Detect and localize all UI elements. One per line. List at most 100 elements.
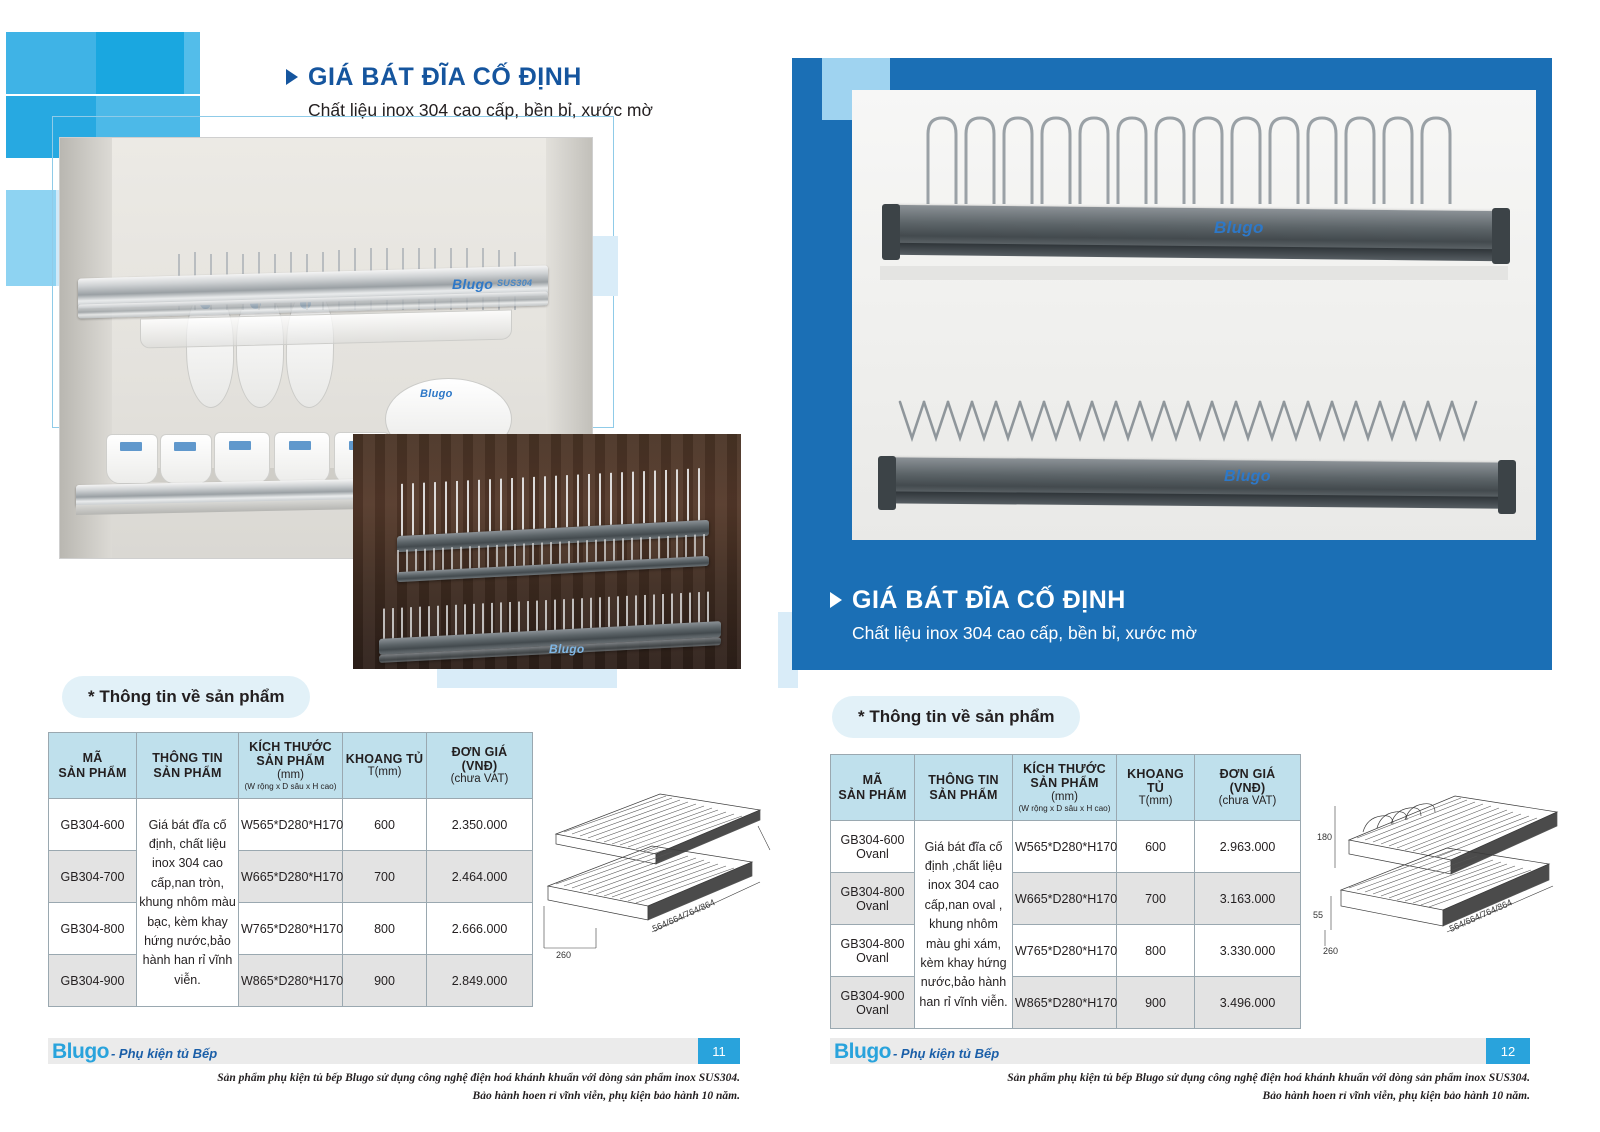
right-heading-title: GIÁ BÁT ĐĨA CỐ ĐỊNH xyxy=(852,586,1126,614)
right-th-cabinet: KHOANG TỦ T(mm) xyxy=(1116,753,1195,822)
left-cell-price-2: 2.666.000 xyxy=(426,902,533,956)
left-th-price: ĐƠN GIÁ (VNĐ) (chưa VAT) xyxy=(426,731,533,800)
table-row: GB304-800 W765*D280*H170 800 2.666.000 xyxy=(48,902,533,956)
right-th-code: MÃ SẢN PHẨM xyxy=(830,753,915,822)
catalog-page-right: Blugo xyxy=(792,0,1600,1132)
right-info-pill: * Thông tin về sản phẩm xyxy=(832,696,1081,738)
left-cell-cabinet-1: 700 xyxy=(342,850,427,904)
triangle-bullet-icon xyxy=(830,592,842,608)
left-cell-price-1: 2.464.000 xyxy=(426,850,533,904)
right-cell-price-0: 2.963.000 xyxy=(1194,820,1301,874)
right-code-line1-3: GB304-900 xyxy=(840,988,905,1003)
left-dim-depth: 260 xyxy=(556,950,571,960)
triangle-bullet-icon xyxy=(286,69,298,85)
left-cell-code-2: GB304-800 xyxy=(48,902,137,956)
right-footer-bar xyxy=(830,1038,1530,1064)
right-page-heading: GIÁ BÁT ĐĨA CỐ ĐỊNH Chất liệu inox 304 c… xyxy=(830,585,1350,645)
deco-square xyxy=(96,32,184,94)
left-footer-note-line2: Bảo hành hoen rỉ vĩnh viễn, phụ kiện bảo… xyxy=(472,1089,740,1102)
table-row: GB304-600 Giá bát đĩa cố định, chất liệu… xyxy=(48,798,533,1008)
left-cell-size-2: W765*D280*H170 xyxy=(238,902,343,956)
hero-brand-bottom: Blugo xyxy=(1224,468,1271,485)
right-dim-height2: 55 xyxy=(1313,910,1323,920)
left-footer-logo-sub: - Phụ kiện tủ Bếp xyxy=(110,1046,218,1061)
wire-rack-hero-bottom xyxy=(892,398,1492,470)
right-footer-note-line1: Sản phẩm phụ kiện tủ bếp Blugo sử dụng c… xyxy=(1007,1072,1530,1084)
right-heading-title-row: GIÁ BÁT ĐĨA CỐ ĐỊNH xyxy=(830,585,1350,615)
right-cell-price-3: 3.496.000 xyxy=(1194,976,1301,1030)
left-cell-price-0: 2.350.000 xyxy=(426,798,533,852)
right-footer-logo: Blugo - Phụ kiện tủ Bếp xyxy=(834,1040,999,1064)
table-row: GB304-700 W665*D280*H170 700 2.464.000 xyxy=(48,850,533,904)
right-code-line2-1: Ovanl xyxy=(856,898,889,913)
left-cell-description: Giá bát đĩa cố định, chất liệu inox 304 … xyxy=(136,798,239,1008)
right-code-line2-3: Ovanl xyxy=(856,1002,889,1017)
right-technical-drawing: 180 55 260 564/664/764/864 xyxy=(1305,778,1575,958)
left-heading-title: GIÁ BÁT ĐĨA CỐ ĐỊNH xyxy=(308,63,582,91)
right-code-line1-2: GB304-800 xyxy=(840,936,905,951)
product-photo-wood-left: Blugo xyxy=(353,434,741,669)
right-cell-price-2: 3.330.000 xyxy=(1194,924,1301,978)
photo-brand-plate: Blugo xyxy=(420,388,453,400)
photo-brand-main: Blugo xyxy=(452,276,494,292)
table-row: GB304-600 Ovanl Giá bát đĩa cố định ,chấ… xyxy=(830,820,1301,1030)
left-th-code: MÃ SẢN PHẨM xyxy=(48,731,137,800)
right-cell-size-1: W665*D280*H170 xyxy=(1012,872,1117,926)
deco-square xyxy=(56,190,62,286)
right-cell-code-1: GB304-800 Ovanl xyxy=(830,872,915,926)
deco-square xyxy=(6,32,96,94)
deco-square xyxy=(184,32,200,94)
right-footer-note-line2: Bảo hành hoen rỉ vĩnh viễn, phụ kiện bảo… xyxy=(1262,1089,1530,1102)
right-th-size: KÍCH THƯỚC SẢN PHẨM (mm) (W rộng x D sâu… xyxy=(1012,753,1117,822)
table-row: GB304-900 W865*D280*H170 900 2.849.000 xyxy=(48,954,533,1008)
right-cell-code-2: GB304-800 Ovanl xyxy=(830,924,915,978)
left-cell-cabinet-3: 900 xyxy=(342,954,427,1008)
left-footer-note-line1: Sản phẩm phụ kiện tủ bếp Blugo sử dụng c… xyxy=(217,1072,740,1084)
right-footer-logo-main: Blugo xyxy=(834,1040,891,1063)
right-code-line2-2: Ovanl xyxy=(856,950,889,965)
left-drawing-svg: 260 564/664/764/864 xyxy=(543,793,771,960)
photo-brand-sub: SUS304 xyxy=(497,278,533,288)
left-spec-table: MÃ SẢN PHẨM THÔNG TIN SẢN PHẨM KÍCH THƯỚ… xyxy=(48,731,533,1008)
right-cell-description: Giá bát đĩa cố định ,chất liệu inox 304 … xyxy=(914,820,1013,1030)
left-footer-bar xyxy=(48,1038,720,1064)
right-footer-note: Sản phẩm phụ kiện tủ bếp Blugo sử dụng c… xyxy=(958,1070,1530,1106)
left-cell-cabinet-0: 600 xyxy=(342,798,427,852)
left-heading-title-row: GIÁ BÁT ĐĨA CỐ ĐỊNH xyxy=(286,62,766,92)
left-footer-logo-main: Blugo xyxy=(52,1040,109,1063)
left-technical-drawing: 260 564/664/764/864 xyxy=(534,782,784,962)
table-row: GB304-800 Ovanl W765*D280*H170 800 3.330… xyxy=(830,924,1301,978)
right-footer-logo-sub: - Phụ kiện tủ Bếp xyxy=(892,1046,1000,1061)
right-cell-cabinet-3: 900 xyxy=(1116,976,1195,1030)
right-code-line1-0: GB304-600 xyxy=(840,832,905,847)
left-cell-size-1: W665*D280*H170 xyxy=(238,850,343,904)
right-drawing-svg: 180 55 260 564/664/764/864 xyxy=(1313,795,1559,956)
left-th-info: THÔNG TIN SẢN PHẨM xyxy=(136,731,239,800)
product-photo-hero-right: Blugo xyxy=(852,90,1536,540)
right-dim-depth: 260 xyxy=(1323,946,1338,956)
left-cell-code-1: GB304-700 xyxy=(48,850,137,904)
right-cell-size-2: W765*D280*H170 xyxy=(1012,924,1117,978)
right-info-pill-label: * Thông tin về sản phẩm xyxy=(858,707,1055,726)
right-cell-size-3: W865*D280*H170 xyxy=(1012,976,1117,1030)
right-cell-cabinet-1: 700 xyxy=(1116,872,1195,926)
left-cell-size-3: W865*D280*H170 xyxy=(238,954,343,1008)
right-code-line1-1: GB304-800 xyxy=(840,884,905,899)
right-spec-table: MÃ SẢN PHẨM THÔNG TIN SẢN PHẨM KÍCH THƯỚ… xyxy=(830,753,1301,1030)
left-cell-code-3: GB304-900 xyxy=(48,954,137,1008)
left-cell-cabinet-2: 800 xyxy=(342,902,427,956)
right-code-line2-0: Ovanl xyxy=(856,846,889,861)
left-cell-code-0: GB304-600 xyxy=(48,798,137,852)
right-th-info: THÔNG TIN SẢN PHẨM xyxy=(914,753,1013,822)
right-heading-subtitle: Chất liệu inox 304 cao cấp, bền bỉ, xước… xyxy=(852,623,1197,643)
right-th-price: ĐƠN GIÁ (VNĐ) (chưa VAT) xyxy=(1194,753,1301,822)
right-page-number: 12 xyxy=(1500,1043,1516,1059)
left-table-header-row: MÃ SẢN PHẨM THÔNG TIN SẢN PHẨM KÍCH THƯỚ… xyxy=(48,731,533,800)
right-cell-price-1: 3.163.000 xyxy=(1194,872,1301,926)
left-page-heading: GIÁ BÁT ĐĨA CỐ ĐỊNH Chất liệu inox 304 c… xyxy=(286,62,766,122)
right-cell-cabinet-2: 800 xyxy=(1116,924,1195,978)
left-page-number: 11 xyxy=(712,1043,726,1059)
left-footer-note: Sản phẩm phụ kiện tủ bếp Blugo sử dụng c… xyxy=(180,1070,740,1106)
catalog-page-left: GIÁ BÁT ĐĨA CỐ ĐỊNH Chất liệu inox 304 c… xyxy=(48,62,784,1106)
hero-brand-top: Blugo xyxy=(1214,218,1264,237)
